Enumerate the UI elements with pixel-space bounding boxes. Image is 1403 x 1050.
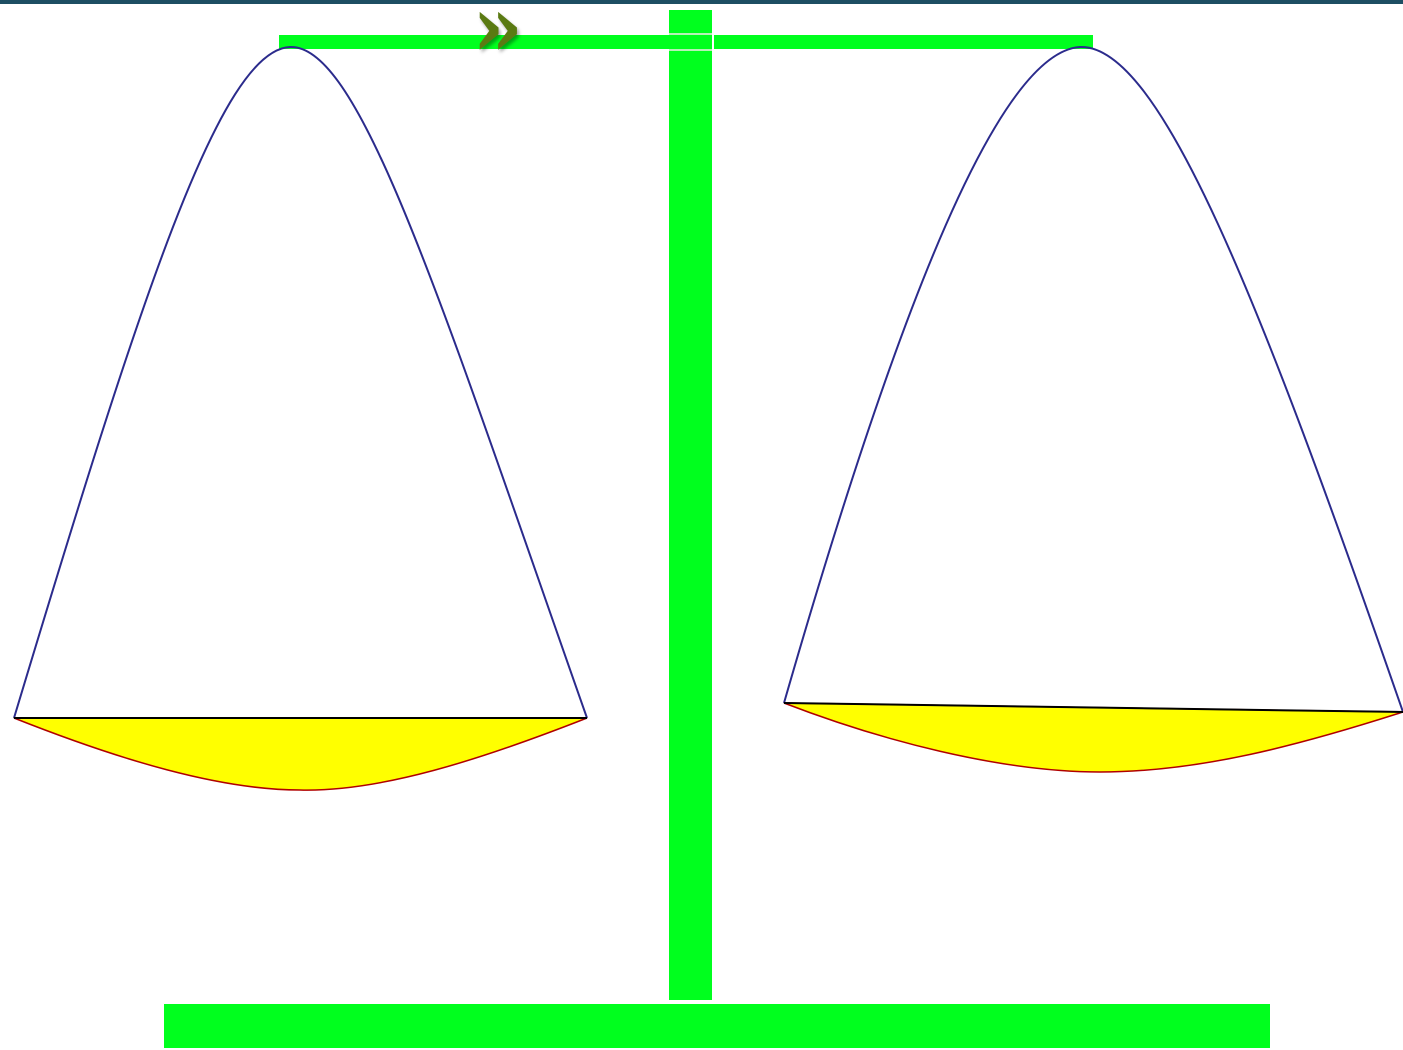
scale-base	[164, 1004, 1270, 1048]
left-pan-chain	[13, 45, 588, 719]
right-pan-rim	[783, 702, 1403, 713]
scale-beam-right	[714, 35, 1093, 49]
scale-beam-left	[279, 35, 669, 49]
scale-post	[669, 10, 712, 1000]
right-pan-chain	[783, 45, 1403, 713]
top-rule	[0, 0, 1403, 4]
double-chevron-right-icon[interactable]: »	[472, 0, 524, 75]
left-pan	[13, 717, 588, 791]
right-pan	[783, 702, 1403, 773]
